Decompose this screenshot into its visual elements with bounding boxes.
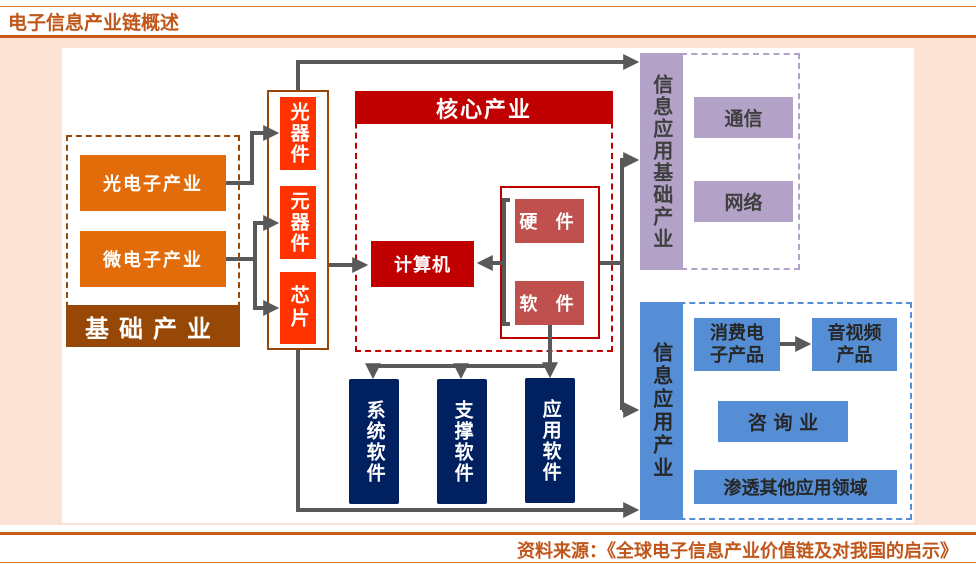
footer-bottom-line	[0, 562, 976, 563]
application-software-box: 应用软件	[525, 378, 575, 503]
support-software-box: 支撑软件	[437, 379, 487, 504]
info-app-label: 信息应用产业	[649, 342, 674, 480]
network-box: 网络	[694, 181, 793, 222]
page-title: 电子信息产业链概述	[8, 12, 180, 34]
computer-box: 计算机	[371, 241, 474, 287]
source-citation: 资料来源：《全球电子信息产业价值链及对我国的启示》	[517, 541, 958, 562]
consumer-electronics-line1: 消费电	[710, 322, 764, 344]
consulting-box: 咨 询 业	[718, 401, 848, 442]
info-app-base-label: 信息应用基础产业	[649, 73, 674, 250]
software-box: 软 件	[515, 281, 584, 325]
other-applications-box: 渗透其他应用领域	[694, 470, 897, 504]
consumer-electronics-box: 消费电 子产品	[694, 318, 780, 371]
system-software-box: 系统软件	[349, 379, 399, 504]
system-software-label: 系统软件	[363, 399, 386, 484]
communication-box: 通信	[694, 97, 793, 138]
core-industry-label: 核心产业	[355, 91, 613, 124]
component-box: 元器件	[280, 186, 316, 259]
header-top-line	[0, 6, 976, 7]
support-software-label: 支撑软件	[451, 399, 474, 484]
footer-rule	[0, 532, 976, 535]
microelectronics-box: 微电子产业	[80, 231, 226, 287]
title-rule	[0, 35, 976, 38]
chip-box: 芯片	[280, 272, 316, 344]
optical-device-label: 光器件	[287, 102, 310, 165]
application-software-label: 应用软件	[539, 398, 562, 483]
info-app-base-label-box: 信息应用基础产业	[640, 53, 683, 270]
info-app-label-box: 信息应用产业	[640, 302, 683, 520]
av-products-box: 音视频 产品	[812, 318, 897, 371]
hardware-box: 硬 件	[515, 199, 584, 243]
base-industry-label: 基础产业	[66, 305, 240, 347]
av-products-line1: 音视频	[827, 322, 882, 344]
chip-label: 芯片	[287, 285, 310, 331]
consumer-electronics-line2: 子产品	[710, 344, 764, 366]
component-label: 元器件	[287, 191, 310, 254]
av-products-line2: 产品	[836, 344, 873, 366]
optical-device-box: 光器件	[280, 97, 316, 170]
optoelectronics-box: 光电子产业	[80, 155, 226, 211]
